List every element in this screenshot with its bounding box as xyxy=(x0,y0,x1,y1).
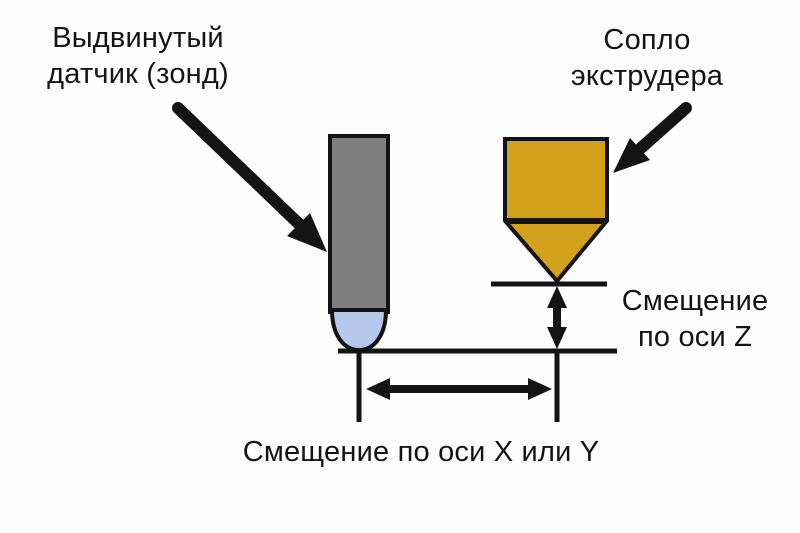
nozzle-body xyxy=(503,137,609,222)
xy-offset-label: Смещение по оси X или Y xyxy=(181,434,661,470)
z-offset-label-line1: Смещение xyxy=(621,285,769,317)
xy-offset-label-text: Смещение по оси X или Y xyxy=(242,436,600,468)
z-offset-arrow xyxy=(547,286,567,349)
probe-tip xyxy=(330,308,388,352)
z-offset-label: Смещение по оси Z xyxy=(602,283,788,355)
probe-body xyxy=(328,134,390,314)
probe-label: Выдвинутый датчик (зонд) xyxy=(16,20,260,92)
z-offset-arrowhead-up xyxy=(547,286,567,308)
probe-label-line2: датчик (зонд) xyxy=(47,58,229,90)
xy-offset-arrowhead-left xyxy=(366,378,390,400)
nozzle-label-line1: Сопло xyxy=(603,24,691,56)
probe-pointer-arrow xyxy=(172,102,327,252)
nozzle-pointer-arrow xyxy=(613,102,692,173)
xy-offset-arrow xyxy=(366,378,552,400)
z-offset-label-line2: по оси Z xyxy=(637,321,753,353)
probe-pointer-shaft xyxy=(172,102,305,230)
nozzle-label: Сопло экструдера xyxy=(527,22,767,94)
nozzle-label-line2: экструдера xyxy=(570,60,724,92)
xy-offset-arrowhead-right xyxy=(528,378,552,400)
nozzle-pointer-shaft xyxy=(635,102,692,154)
probe-label-line1: Выдвинутый xyxy=(52,22,224,54)
probe-pointer-arrowhead xyxy=(287,213,327,252)
nozzle-tip xyxy=(504,220,608,283)
nozzle-pointer-arrowhead xyxy=(613,138,650,173)
z-offset-arrowhead-down xyxy=(547,327,567,349)
